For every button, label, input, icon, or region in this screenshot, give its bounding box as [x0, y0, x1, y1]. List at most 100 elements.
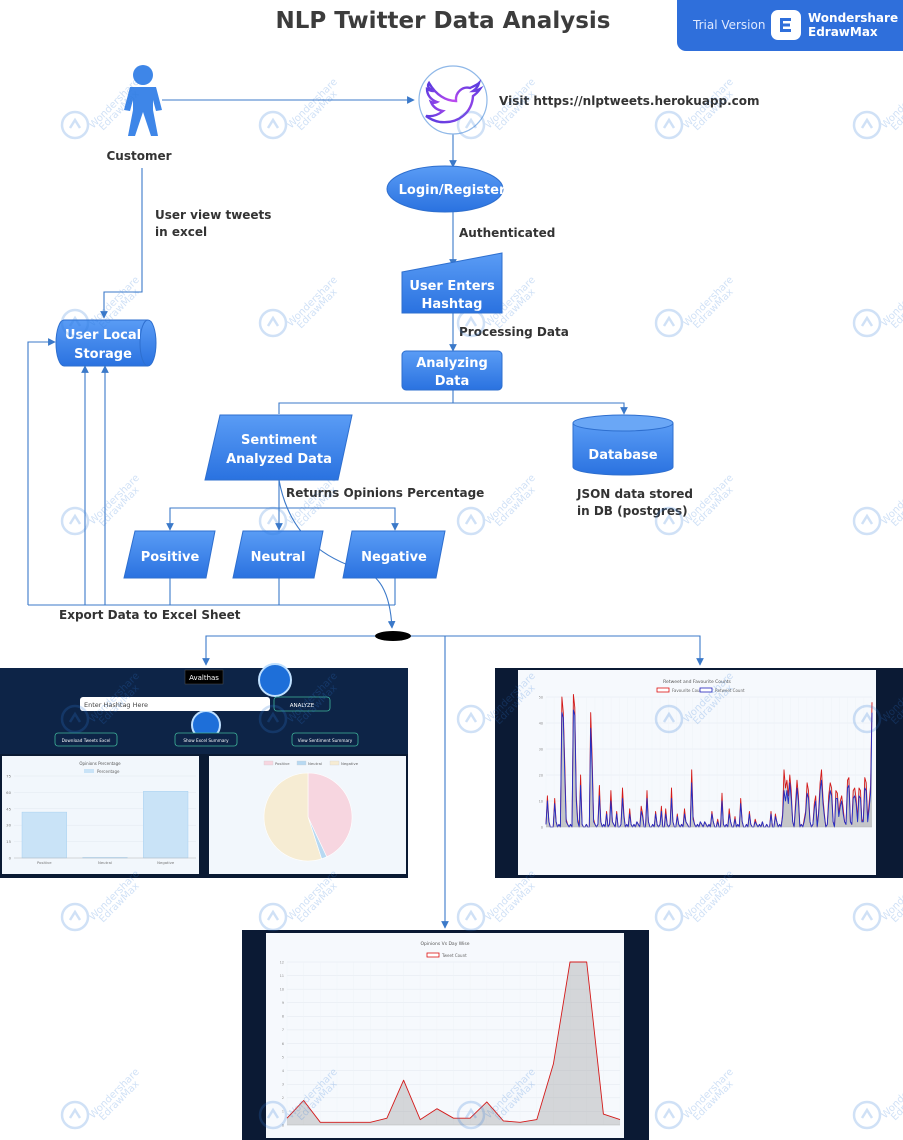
watermark-mark-icon	[860, 909, 874, 921]
line-series	[545, 709, 873, 828]
retweet-chart-title: Retweet and Favourite Counts	[663, 679, 731, 685]
line-y-tick: 2	[282, 1096, 284, 1100]
view-tweets-line1: User view tweets	[155, 208, 271, 222]
bar-x-tick: Negative	[157, 860, 175, 865]
watermark-mark-icon	[68, 909, 82, 921]
watermark-logo-icon	[60, 1100, 90, 1130]
watermark-mark-icon	[266, 711, 280, 723]
line-y-tick: 30	[539, 747, 543, 751]
neutral-label: Neutral	[251, 550, 306, 565]
pie-legend-swatch	[296, 760, 307, 766]
export-label: Export Data to Excel Sheet	[59, 608, 241, 622]
watermark-logo-icon	[456, 506, 486, 536]
line-y-tick: 7	[282, 1028, 284, 1032]
download-tweets-button[interactable]	[54, 732, 118, 747]
watermark-mark-icon	[662, 909, 676, 921]
watermark-mark-icon	[860, 711, 874, 723]
watermark-mark-icon	[266, 1107, 280, 1119]
watermark-logo-icon	[852, 902, 882, 932]
line-y-tick: 5	[282, 1055, 284, 1059]
edrawmax-logo-icon	[771, 10, 801, 40]
neutral-node: Neutral	[232, 530, 324, 579]
pie-legend-label: Positive	[275, 761, 290, 766]
watermark-mark-icon	[464, 513, 478, 525]
bar-y-tick: 0	[9, 856, 12, 861]
watermark-logo-icon	[654, 506, 684, 536]
watermark-mark-icon	[464, 315, 478, 327]
watermark-logo-icon	[654, 704, 684, 734]
excel-summary-label: Show Excel Summary	[183, 738, 229, 743]
watermark-logo-icon	[258, 902, 288, 932]
connectors	[27, 96, 704, 929]
watermark-logo-icon	[852, 704, 882, 734]
watermark-mark-icon	[464, 1107, 478, 1119]
watermark-logo-icon	[852, 110, 882, 140]
bar-title: Opinions Percentage	[79, 761, 121, 766]
watermark-logo-icon	[654, 308, 684, 338]
watermark-logo-icon	[60, 110, 90, 140]
watermark-logo-icon	[852, 1100, 882, 1130]
pie-slice	[307, 772, 353, 858]
analyze-button[interactable]	[273, 696, 331, 712]
trial-badge: Trial Version Wondershare EdrawMax	[677, 0, 903, 51]
watermark-mark-icon	[68, 117, 82, 129]
negative-label: Negative	[361, 550, 427, 565]
excel-summary-button[interactable]	[174, 732, 238, 747]
twitter-bird-icon	[418, 65, 488, 135]
hashtag-input[interactable]	[80, 697, 270, 711]
watermark-mark-icon	[68, 315, 82, 327]
watermark-mark-icon	[68, 711, 82, 723]
tweet-count-legend: Tweet Count	[441, 953, 467, 958]
watermark-mark-icon	[68, 513, 82, 525]
page-title: NLP Twitter Data Analysis	[275, 8, 611, 34]
retweet-legend: Retweet Count	[715, 688, 745, 693]
line-y-tick: 11	[280, 974, 284, 978]
customer-person-icon	[124, 65, 162, 136]
line-y-tick: 6	[282, 1042, 284, 1046]
watermark-mark-icon	[266, 315, 280, 327]
watermark-logo-icon	[258, 308, 288, 338]
json-line1: JSON data stored	[576, 487, 693, 501]
pie-legend-swatch	[329, 760, 340, 766]
watermark-logo-icon	[654, 902, 684, 932]
watermark-mark-icon	[464, 117, 478, 129]
line-area	[546, 710, 872, 827]
user-enters-line1: User Enters	[409, 279, 495, 294]
bar-y-tick: 60	[6, 790, 11, 795]
watermark-logo-icon	[60, 902, 90, 932]
sentiment-summary-label: View Sentiment Summary	[298, 738, 353, 743]
line-y-tick: 50	[539, 695, 543, 699]
junction-node	[375, 631, 411, 641]
line-y-tick: 4	[282, 1069, 284, 1073]
customer-label: Customer	[106, 149, 171, 163]
watermark-mark-icon	[860, 513, 874, 525]
watermark-logo-icon	[258, 704, 288, 734]
watermark-logo-icon	[654, 110, 684, 140]
app-logo: Avalthas	[189, 674, 219, 682]
line-y-tick: 1	[282, 1110, 284, 1114]
bar-y-tick: 75	[6, 774, 11, 779]
retweet-chart-screenshot: Retweet and Favourite Counts Favourite C…	[495, 668, 903, 878]
bar-y-tick: 15	[6, 839, 11, 844]
login-register-node: Login/Register	[386, 165, 506, 213]
pie-legend-swatch	[263, 760, 274, 766]
user-enters-line2: Hashtag	[422, 297, 483, 312]
line-y-tick: 9	[282, 1001, 284, 1005]
watermark-logo-icon	[258, 110, 288, 140]
json-line2: in DB (postgres)	[577, 504, 688, 518]
line-y-tick: 12	[280, 960, 284, 964]
watermark-mark-icon	[266, 513, 280, 525]
bar-x-tick: Positive	[37, 860, 52, 865]
sentiment-summary-button[interactable]	[291, 732, 359, 747]
hashtag-placeholder: Enter Hashtag Here	[84, 701, 148, 709]
